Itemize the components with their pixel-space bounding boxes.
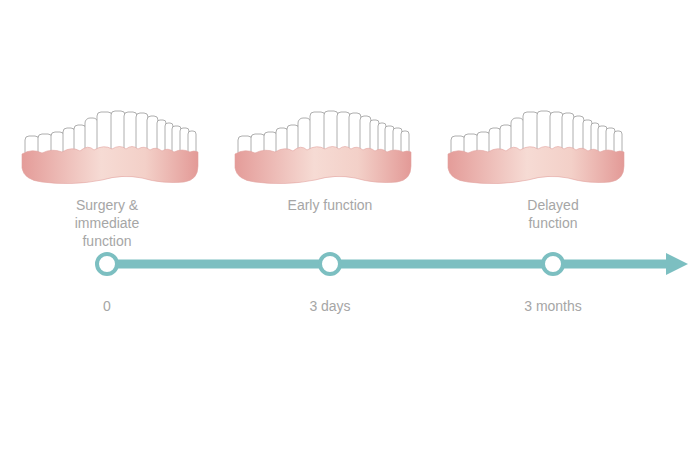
stage-label: Surgery & immediate function	[63, 196, 151, 250]
timeline-marker: Delayed function3 months	[541, 252, 565, 276]
timeline-segment	[340, 260, 543, 269]
denture-illustration	[235, 111, 411, 184]
timeline-segment	[117, 260, 320, 269]
denture-illustration	[448, 111, 624, 184]
timeline-marker: Early function3 days	[318, 252, 342, 276]
timeline-arrowhead	[666, 253, 688, 275]
stage-label: Early function	[286, 196, 374, 214]
denture-illustration	[22, 111, 198, 184]
time-label: 0	[47, 297, 167, 315]
time-label: 3 months	[493, 297, 613, 315]
time-label: 3 days	[270, 297, 390, 315]
stage-label: Delayed function	[509, 196, 597, 232]
timeline-marker: Surgery & immediate function0	[95, 252, 119, 276]
timeline-tail	[560, 260, 672, 269]
